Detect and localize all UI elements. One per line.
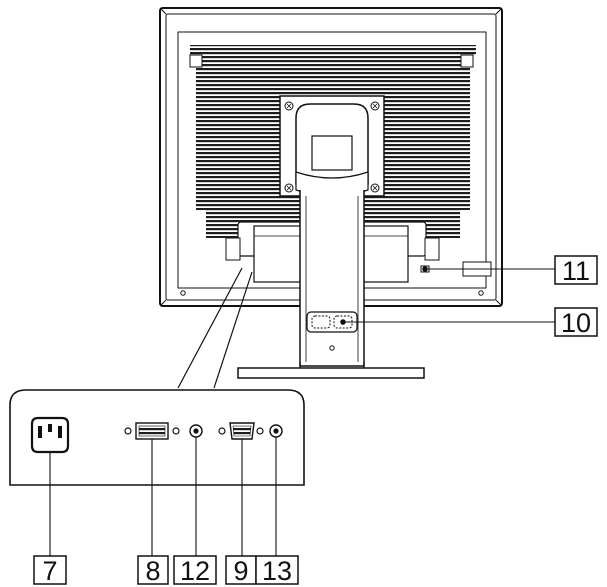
callout-11: 11 [554, 255, 598, 286]
callout-label: 8 [145, 556, 160, 586]
ac-power-socket-icon [30, 416, 70, 454]
callout-12: 12 [173, 555, 217, 586]
callout-9: 9 [225, 555, 257, 586]
leader-lines [49, 261, 555, 560]
callout-8: 8 [137, 555, 169, 586]
callout-label: 13 [262, 556, 292, 586]
dvi-port-icon [124, 422, 180, 440]
callout-label: 7 [42, 556, 57, 586]
callout-7: 7 [33, 555, 67, 586]
callout-label: 11 [562, 256, 590, 286]
callout-label: 9 [233, 556, 248, 586]
zoom-lines [177, 267, 253, 389]
audio-jack-icon [269, 424, 283, 438]
stand-neck [295, 103, 369, 367]
callout-label: 10 [561, 308, 591, 338]
callout-13: 13 [255, 555, 299, 586]
callout-10: 10 [554, 307, 598, 338]
callout-label: 12 [180, 556, 210, 586]
audio-jack-icon [189, 424, 203, 438]
stand-base [237, 362, 425, 379]
vga-port-icon [218, 422, 264, 440]
